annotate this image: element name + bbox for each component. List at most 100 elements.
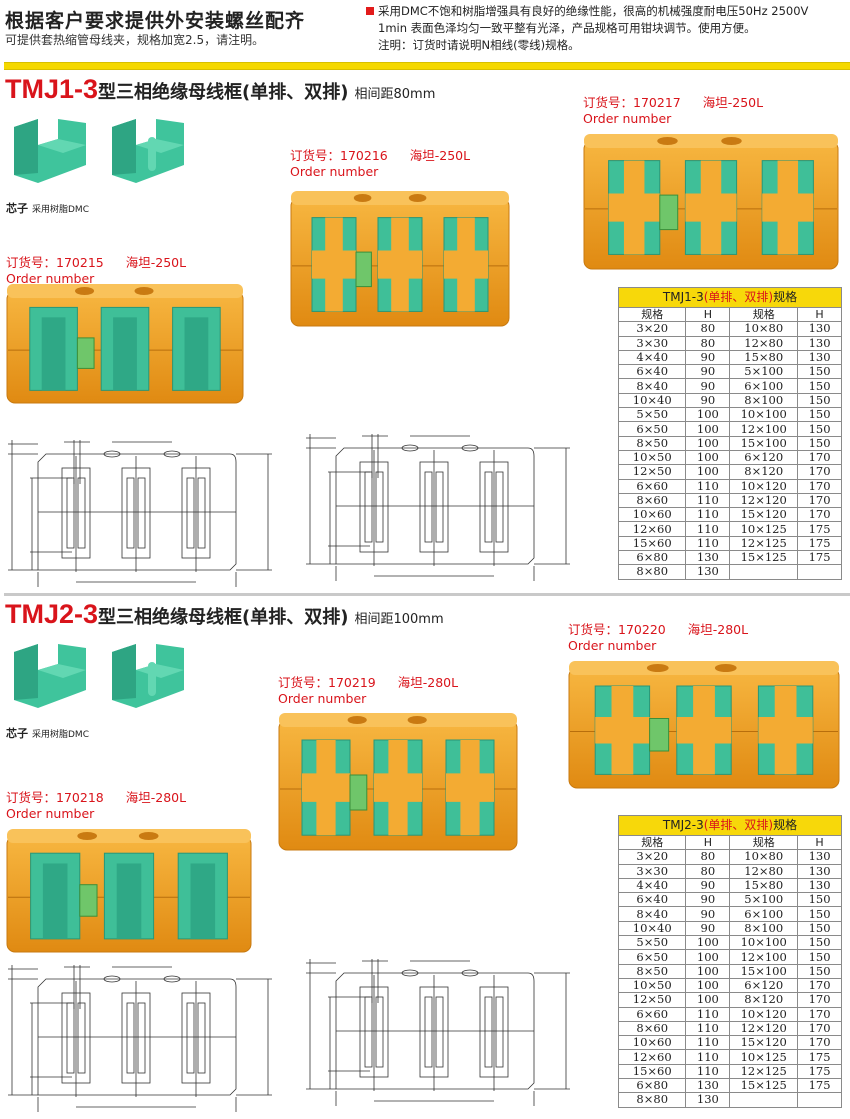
product-double-b-0-svg bbox=[583, 134, 839, 270]
h-value: 110 bbox=[685, 1049, 731, 1065]
core-caption-label: 芯子 bbox=[6, 202, 28, 215]
section-title: TMJ2-3型三相绝缘母线框(单排、双排)相间距100mm bbox=[5, 599, 444, 630]
order-model: 海坦-280L bbox=[125, 790, 187, 805]
table-title-row: TMJ1-3(单排、双排)规格 bbox=[618, 287, 842, 308]
table-title-suffix: 规格 bbox=[773, 290, 798, 304]
busbar-slot bbox=[312, 217, 356, 312]
busbar-slot bbox=[137, 1002, 146, 1074]
spec-size: 10×125 bbox=[729, 1049, 799, 1065]
h-value: 175 bbox=[797, 535, 842, 552]
spec-size: 3×20 bbox=[617, 849, 687, 865]
order-prefix: 订货号： bbox=[6, 255, 57, 270]
section-title: TMJ1-3型三相绝缘母线框(单排、双排)相间距80mm bbox=[5, 74, 435, 105]
bolt-hole bbox=[347, 716, 367, 724]
bolt-hole bbox=[401, 969, 419, 977]
product-double-a-0-svg bbox=[290, 191, 510, 327]
note-line: 注明：订货时请说明N相线(零线)规格。 bbox=[378, 38, 580, 52]
busbar-slot bbox=[762, 160, 814, 255]
undefined-svg bbox=[8, 440, 272, 600]
h-value: 100 bbox=[685, 949, 731, 965]
spec-size: 12×80 bbox=[729, 335, 799, 351]
order-number: 170217 bbox=[633, 95, 681, 110]
frame-top bbox=[291, 191, 509, 205]
bolt-hole bbox=[103, 975, 121, 983]
h-value: 80 bbox=[685, 849, 731, 865]
bolt-hole bbox=[401, 444, 419, 452]
h-value: 110 bbox=[685, 492, 731, 509]
busbar-slot bbox=[364, 471, 373, 543]
h-value: 90 bbox=[685, 877, 731, 894]
order-en: Order number bbox=[290, 164, 379, 179]
busbar-slot bbox=[495, 996, 504, 1068]
h-value: 130 bbox=[797, 863, 842, 879]
spec-size: 8×100 bbox=[729, 920, 799, 937]
product-label bbox=[349, 774, 368, 811]
spec-size: 10×80 bbox=[729, 321, 799, 337]
busbar-slot bbox=[77, 477, 86, 549]
order-number: 170219 bbox=[328, 675, 376, 690]
frame-outline bbox=[37, 978, 237, 1096]
table-title: TMJ2-3(单排、双排)规格 bbox=[618, 815, 842, 836]
busbar-slot bbox=[446, 740, 494, 836]
busbar-slot bbox=[495, 471, 504, 543]
phase-spacing: 相间距100mm bbox=[354, 612, 444, 627]
h-value: 130 bbox=[685, 550, 731, 566]
frame-outline bbox=[37, 453, 237, 571]
product-double-b-1-svg bbox=[568, 661, 840, 789]
h-value: 170 bbox=[797, 992, 842, 1008]
spec-size: 4×40 bbox=[617, 349, 687, 366]
busbar-slot bbox=[42, 863, 68, 939]
h-value: 110 bbox=[685, 535, 731, 552]
spec-size: 6×40 bbox=[617, 364, 687, 380]
spec-size: 15×120 bbox=[729, 507, 799, 523]
busbar-slot bbox=[77, 1002, 86, 1074]
column-header: 规格 bbox=[729, 834, 799, 851]
spec-size: 6×80 bbox=[617, 550, 687, 566]
column-header: H bbox=[685, 834, 731, 851]
core-insert-double-svg bbox=[112, 644, 184, 708]
order-number: 170216 bbox=[340, 148, 388, 163]
busbar-slot bbox=[66, 477, 75, 549]
spec-size: 3×20 bbox=[617, 321, 687, 337]
spec-size: 15×80 bbox=[729, 349, 799, 366]
frame-top bbox=[584, 134, 838, 148]
core-side bbox=[14, 119, 38, 175]
spec-size: 6×80 bbox=[617, 1078, 687, 1094]
spec-size: 15×60 bbox=[617, 1063, 687, 1080]
h-value: 175 bbox=[797, 1049, 842, 1065]
h-value: 170 bbox=[797, 1035, 842, 1051]
spec-size: 8×60 bbox=[617, 1020, 687, 1037]
table-title-suffix: 规格 bbox=[773, 818, 798, 832]
h-value: 150 bbox=[797, 935, 842, 951]
spec-size: 8×120 bbox=[729, 992, 799, 1008]
busbar-slot bbox=[444, 217, 488, 312]
spec-size: 10×60 bbox=[617, 1035, 687, 1051]
column-header: 规格 bbox=[729, 306, 799, 323]
h-value: 80 bbox=[685, 321, 731, 337]
h-value: 170 bbox=[797, 977, 842, 994]
order-en: Order number bbox=[568, 638, 657, 653]
spec-size: 6×120 bbox=[729, 449, 799, 466]
busbar-slot bbox=[41, 317, 66, 391]
core-insert-double bbox=[106, 115, 191, 187]
h-value: 100 bbox=[685, 449, 731, 466]
phase-spacing: 相间距80mm bbox=[354, 87, 436, 102]
spec-size: 5×50 bbox=[617, 935, 687, 951]
h-value: 110 bbox=[685, 1020, 731, 1037]
core-insert-single bbox=[8, 115, 93, 187]
busbar-slot bbox=[595, 686, 650, 775]
spec-size: 10×100 bbox=[729, 407, 799, 423]
busbar-slot bbox=[186, 477, 195, 549]
spec-size: 15×80 bbox=[729, 877, 799, 894]
h-value: 90 bbox=[685, 364, 731, 380]
spec-size: 12×125 bbox=[729, 1063, 799, 1080]
